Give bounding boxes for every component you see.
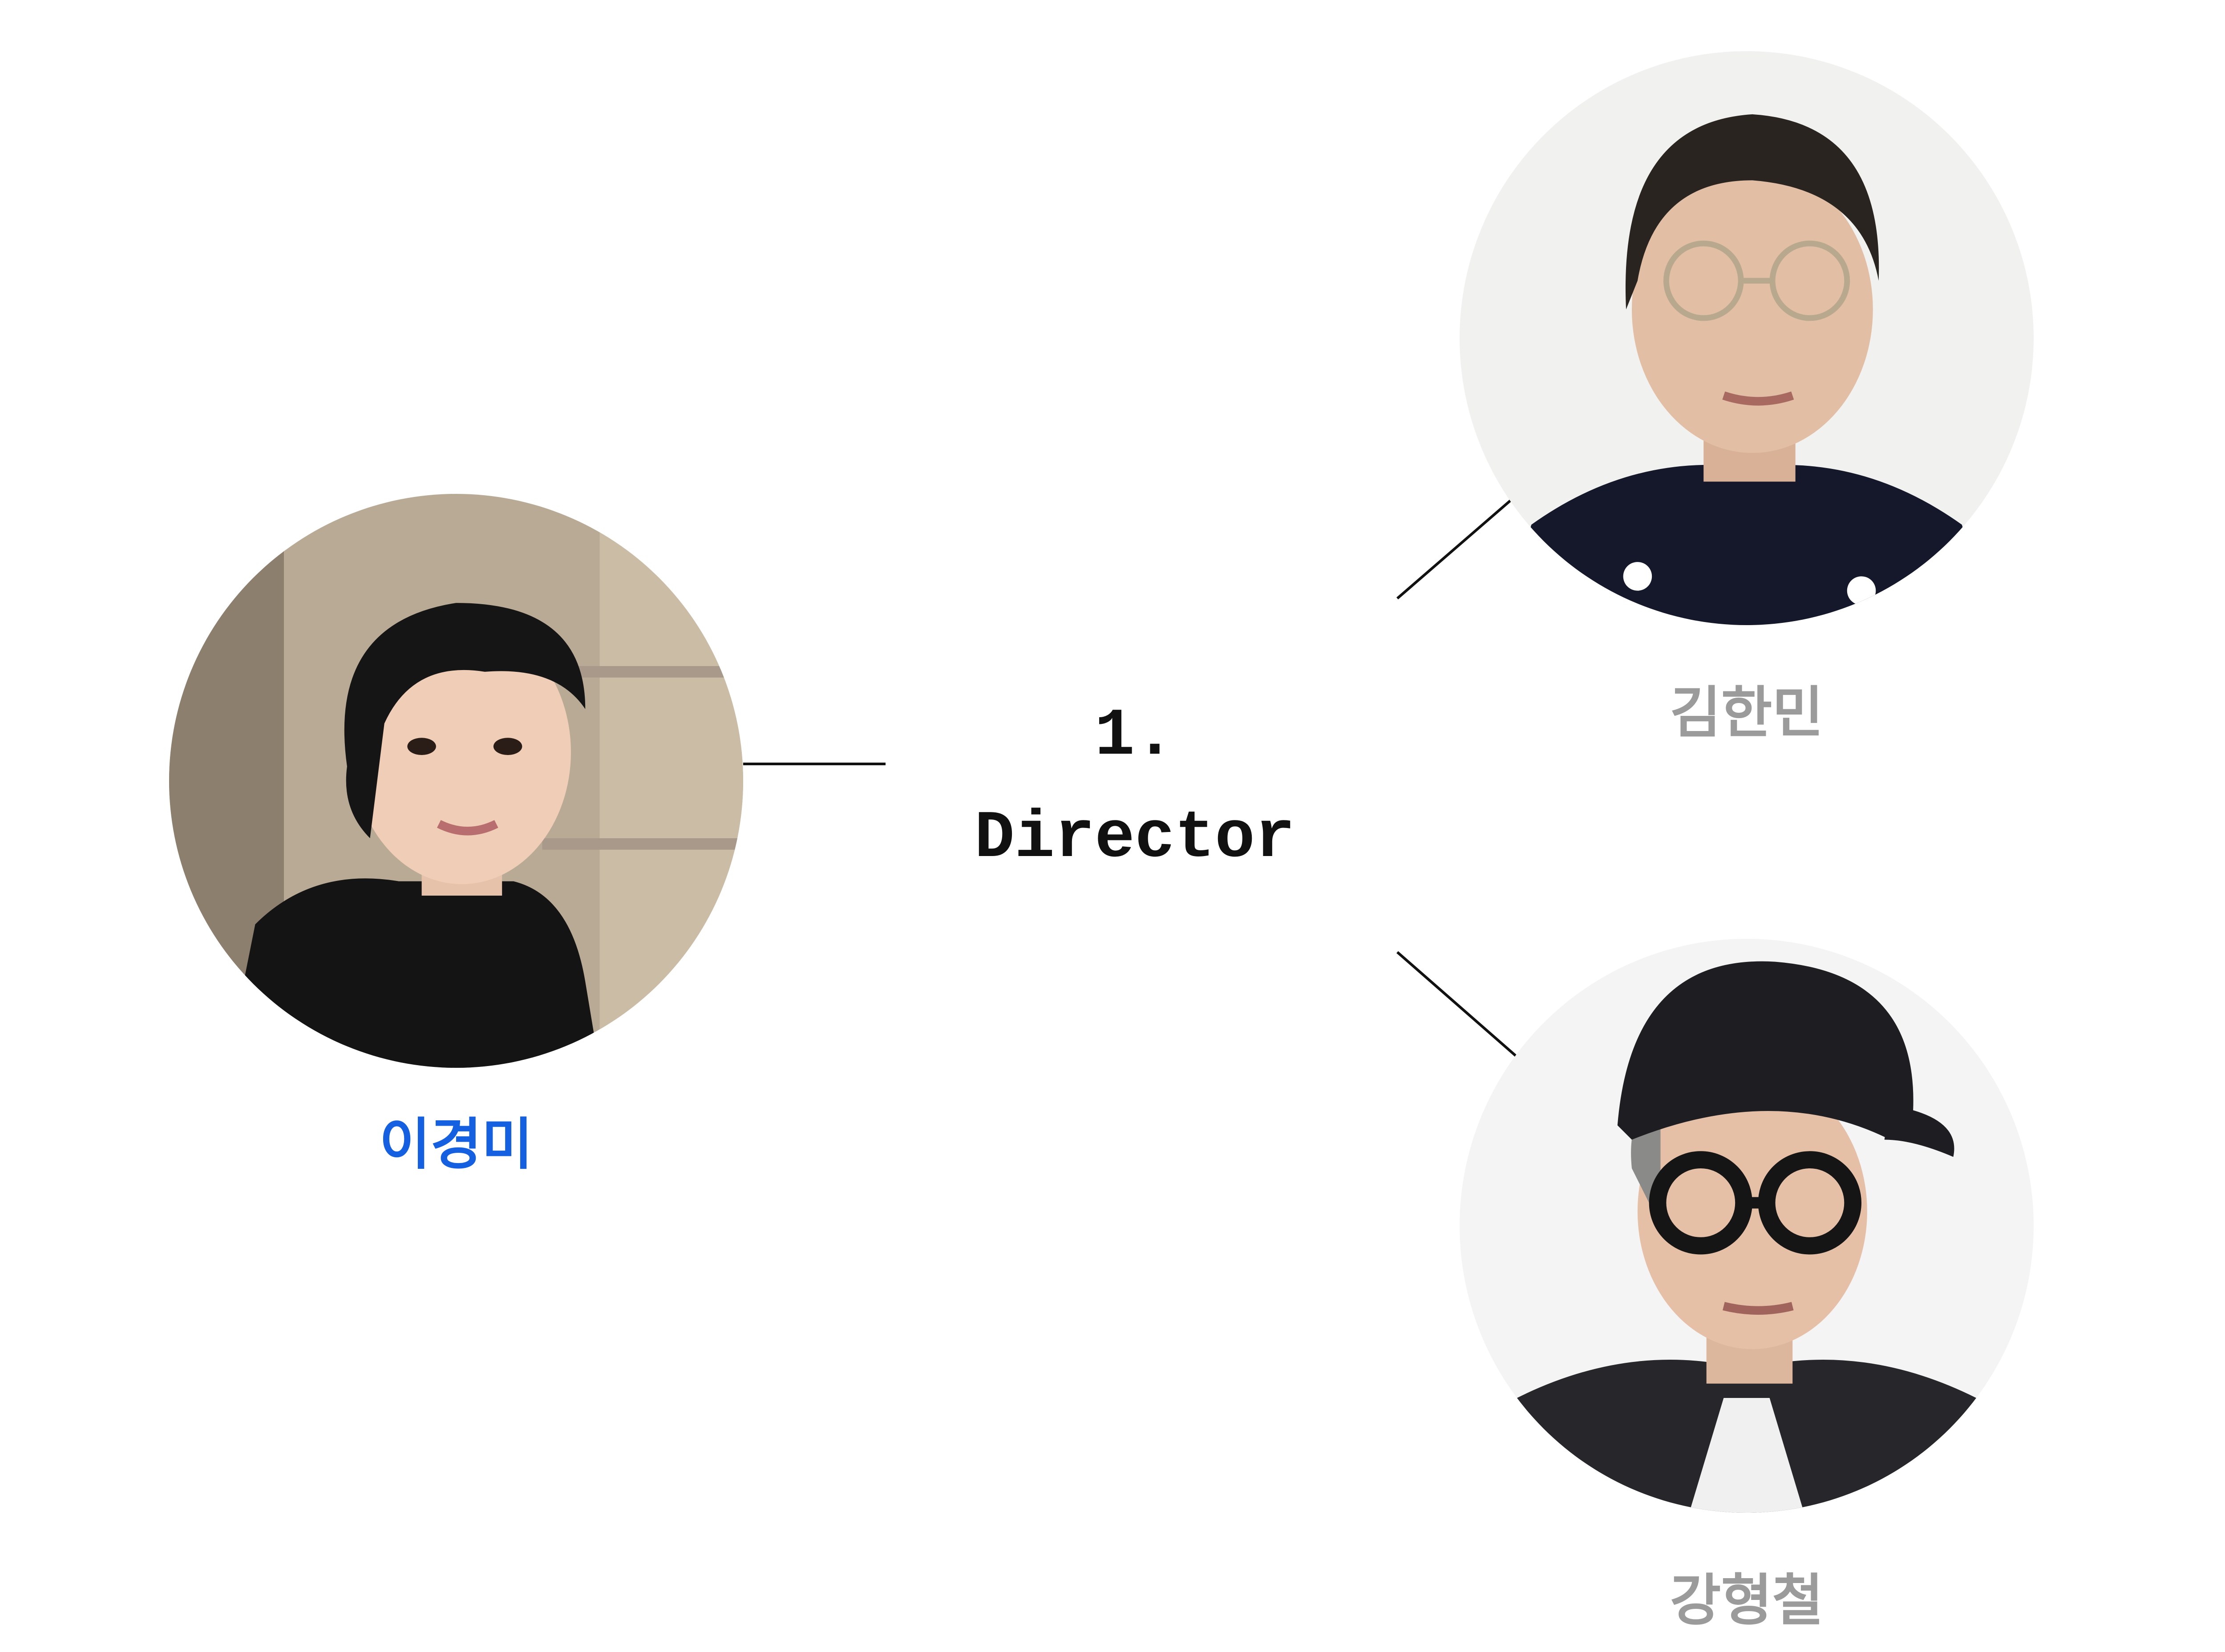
portrait-lee-image [169, 494, 743, 1068]
role-title: Director [974, 801, 1295, 876]
role-number: 1. [1094, 699, 1175, 774]
person-name-kim[interactable]: 김한민 [1670, 681, 1824, 745]
portrait-kim-image [1460, 51, 2034, 625]
connector-line-kang [1396, 951, 1523, 1062]
connector-line-kim [1396, 497, 1514, 600]
portrait-lee-kyung-mi[interactable] [169, 494, 743, 1068]
portrait-kim-han-min[interactable] [1460, 51, 2034, 625]
portrait-kang-image [1460, 939, 2034, 1513]
portrait-kang-hyoung-chul[interactable] [1460, 939, 2034, 1513]
person-name-kang[interactable]: 강형철 [1670, 1568, 1824, 1633]
person-name-lee[interactable]: 이경미 [379, 1112, 533, 1177]
